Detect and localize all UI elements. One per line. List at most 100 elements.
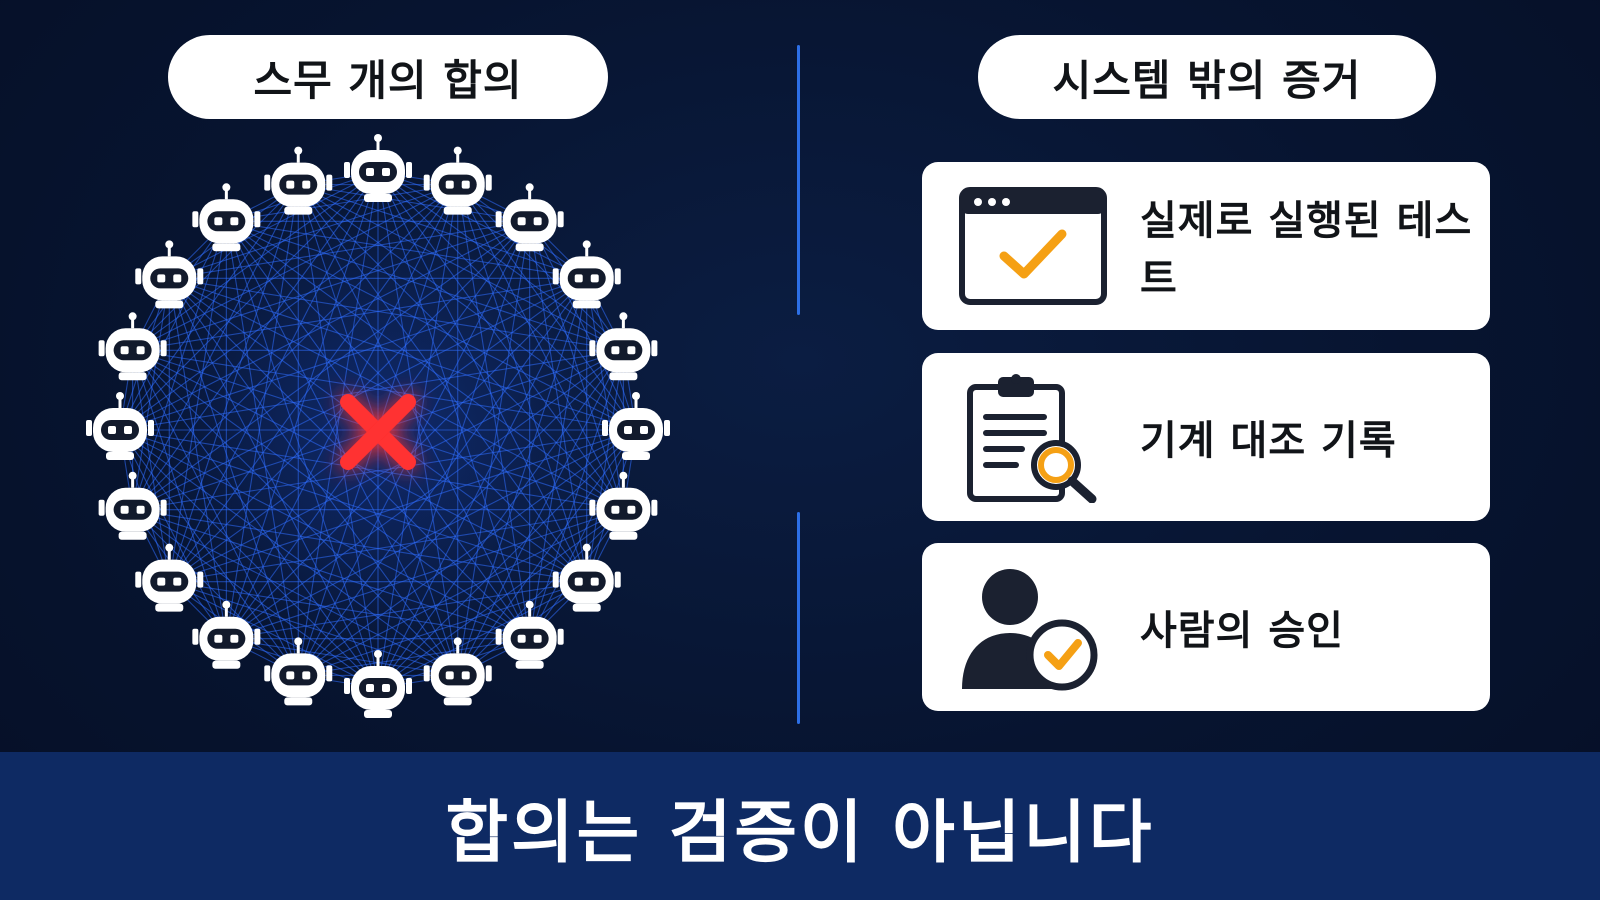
robot-icon <box>135 240 204 309</box>
network-link <box>132 350 170 582</box>
network-link <box>119 429 624 511</box>
network-link <box>226 220 587 279</box>
right-panel-title: 시스템 밖의 증거 <box>978 35 1436 119</box>
robot-icon <box>98 312 167 381</box>
network-link <box>169 581 458 676</box>
robot-icon <box>344 134 412 202</box>
network-link <box>169 581 379 689</box>
network-link <box>132 429 637 511</box>
network-link <box>226 581 587 640</box>
network-link <box>119 184 299 431</box>
network-link <box>119 349 624 431</box>
network-link <box>529 429 637 639</box>
network-link <box>377 581 587 689</box>
network-link <box>529 221 637 431</box>
network-link <box>297 184 531 639</box>
person-check-icon <box>962 569 1098 691</box>
clipboard-search-icon <box>967 374 1097 503</box>
left-panel-title: 스무 개의 합의 <box>168 35 608 119</box>
robot-icon <box>192 600 261 669</box>
network-link <box>377 171 637 431</box>
evidence-label-tests: 실제로 실행된 테스트 <box>1140 198 1473 302</box>
network-link <box>297 184 379 689</box>
browser-check-icon <box>959 187 1107 305</box>
network-link <box>457 509 624 676</box>
network-link <box>132 349 587 583</box>
robot-icon <box>344 650 412 718</box>
network-link <box>298 184 624 351</box>
network-link <box>119 221 227 431</box>
robot-icon <box>135 543 204 612</box>
network-link <box>226 220 637 431</box>
evidence-card-tests: 실제로 실행된 테스트 <box>922 162 1490 330</box>
robot-icon <box>495 600 564 669</box>
robot-icon <box>552 543 621 612</box>
network-link <box>529 278 588 639</box>
network-link <box>119 429 227 639</box>
conclusion-text: 합의는 검증이 아닙니다 <box>445 793 1155 873</box>
network-link <box>377 429 637 689</box>
network-link <box>297 184 624 511</box>
divider-top <box>797 45 800 315</box>
network-link <box>119 429 299 676</box>
network-link <box>298 509 624 676</box>
robot-icon <box>423 146 492 215</box>
network-link <box>132 349 379 689</box>
network-link <box>132 184 458 351</box>
network-link <box>457 350 624 676</box>
network-link <box>226 638 458 676</box>
network-link <box>226 220 624 351</box>
network-link <box>169 581 530 640</box>
network-link <box>226 220 624 511</box>
network-link <box>168 184 299 582</box>
network-link <box>297 171 379 676</box>
network-link <box>225 221 459 676</box>
network-link <box>226 184 458 222</box>
network-link <box>169 220 530 279</box>
network-link <box>377 184 459 689</box>
network-link <box>297 184 637 431</box>
network-link <box>169 349 624 583</box>
robot-icon <box>589 471 658 540</box>
network-link <box>297 184 588 582</box>
network-link <box>298 184 530 222</box>
network-link <box>298 184 587 279</box>
robot-icon <box>192 183 261 252</box>
conclusion-banner: 합의는 검증이 아닙니다 <box>0 752 1600 900</box>
network-link <box>132 509 299 676</box>
network-link <box>169 277 637 431</box>
robot-icon <box>602 392 670 460</box>
robot-icon <box>86 392 154 460</box>
red-x-icon <box>340 394 416 470</box>
network-link <box>132 184 299 351</box>
network-link <box>119 429 459 676</box>
network-link <box>132 350 299 676</box>
network-link <box>298 638 530 676</box>
network-link <box>225 221 299 676</box>
agent-consensus-network <box>86 134 670 718</box>
network-link <box>457 184 624 510</box>
divider-bottom <box>797 512 800 724</box>
network-link <box>169 171 379 279</box>
evidence-label-records: 기계 대조 기록 <box>1140 418 1397 464</box>
network-link <box>168 278 379 689</box>
network-link <box>168 221 227 582</box>
network-link <box>529 221 588 582</box>
network-link <box>225 184 299 639</box>
network-link <box>377 171 587 279</box>
network-link <box>132 277 587 511</box>
network-link <box>132 221 227 510</box>
network-link <box>132 278 170 510</box>
network-link <box>132 509 530 640</box>
network-link <box>586 350 624 582</box>
network-link <box>119 429 379 689</box>
network-link <box>225 184 459 639</box>
robot-icon <box>589 312 658 381</box>
evidence-label-approval: 사람의 승인 <box>1140 608 1344 654</box>
robot-icon <box>264 146 333 215</box>
network-link <box>119 171 379 431</box>
network-link <box>132 350 227 639</box>
network-link <box>169 277 624 511</box>
network-link <box>168 278 299 676</box>
